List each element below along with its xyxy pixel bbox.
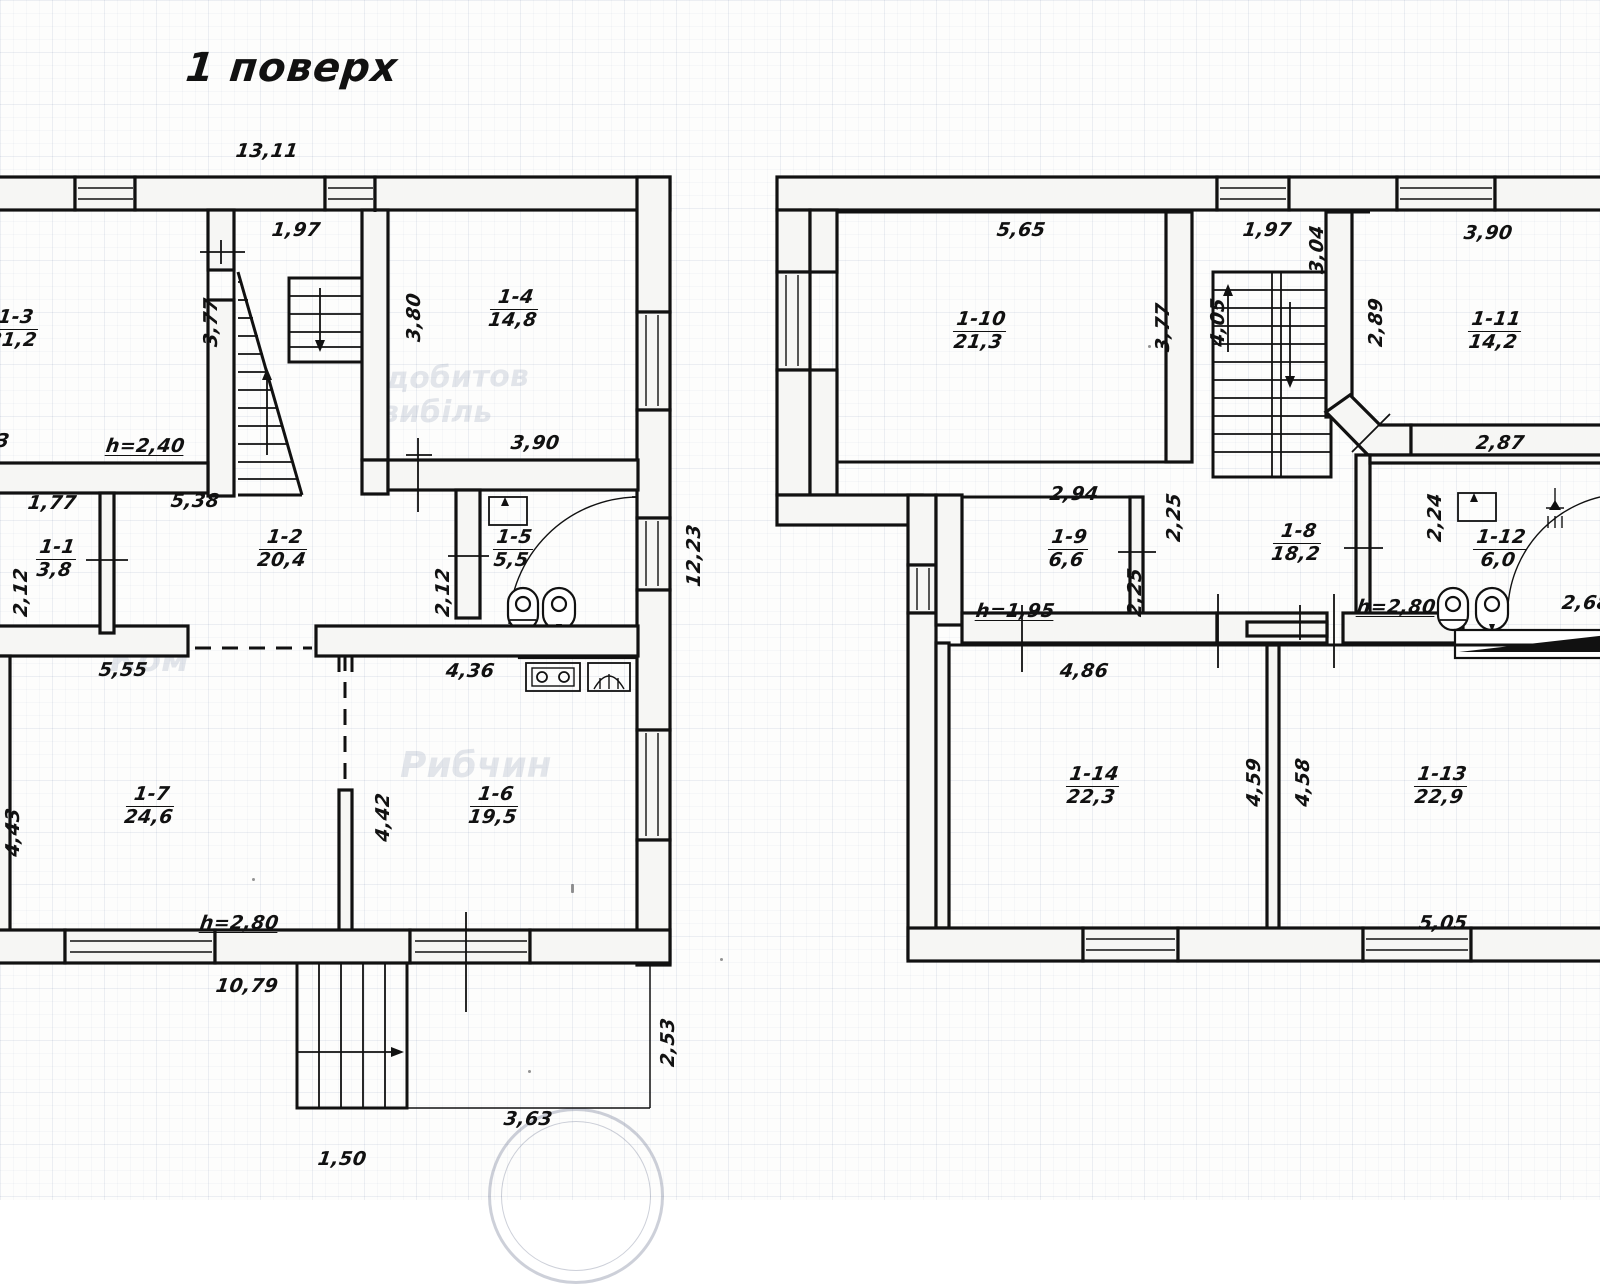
room-label-1-6: 1-6 19,5	[466, 783, 522, 828]
dimension-3-90-left: 3,90	[509, 432, 562, 454]
room-label-1-9: 1-9 6,6	[1045, 526, 1091, 571]
floor-plan-linework: .w { fill:#f6f6f4; stroke:#111; stroke-w…	[0, 175, 1600, 1110]
dimension-4-86: 4,86	[1058, 660, 1111, 682]
room-area: 14,2	[1467, 330, 1519, 353]
interior-stair-left	[236, 271, 304, 497]
scan-speck	[571, 884, 574, 893]
room-number: 1-8	[1272, 520, 1325, 544]
room-area: 21,2	[0, 328, 39, 351]
scan-speck	[1148, 345, 1151, 348]
dimension-13-11: 13,11	[234, 140, 300, 162]
room-area: 22,3	[1065, 785, 1117, 808]
room-area: 3,8	[35, 558, 74, 581]
ceiling-height-2-80-left: h=2,80	[198, 912, 281, 934]
dimension-1-50: 1,50	[316, 1148, 369, 1170]
room-number: 1-11	[1467, 308, 1525, 332]
interior-stair-right	[1211, 270, 1333, 479]
dimension-3-04: 3,04	[1306, 223, 1328, 276]
wc-fixtures-right	[1436, 586, 1510, 632]
room-label-1-14: 1-14 22,3	[1063, 763, 1123, 808]
room-number: 1-3	[0, 306, 42, 330]
room-number: 1-12	[1472, 526, 1530, 550]
room-number: 1-1	[35, 536, 79, 560]
room-area: 18,2	[1269, 542, 1322, 565]
ceiling-height-2-40: h=2,40	[104, 435, 187, 457]
scan-speck	[720, 958, 723, 961]
dimension-3-77-left: 3,77	[200, 296, 222, 349]
dimension-10-79: 10,79	[214, 975, 280, 997]
room-label-1-4: 1-4 14,8	[486, 286, 542, 331]
room-number: 1-10	[952, 308, 1010, 332]
dimension-4-43: 4,43	[2, 806, 24, 859]
room-area: 24,6	[122, 805, 175, 828]
dimension-2-53: 2,53	[657, 1016, 679, 1069]
dimension-2-25-a: 2,25	[1163, 491, 1185, 544]
room-area: 5,5	[492, 548, 531, 571]
dimension-4-42: 4,42	[372, 791, 394, 844]
dimension-3-80: 3,80	[403, 291, 425, 344]
right-plan-walls	[775, 175, 1600, 963]
room-area: 6,6	[1047, 548, 1086, 571]
wc-fixtures-left	[506, 586, 577, 632]
room-number: 1-9	[1047, 526, 1091, 550]
dimension-4-36: 4,36	[444, 660, 497, 682]
room-number: 1-4	[489, 286, 542, 310]
dimension-2-87: 2,87	[1474, 432, 1527, 454]
room-label-1-10: 1-10 21,3	[950, 308, 1010, 353]
wash-basin-right	[1546, 488, 1564, 528]
room-label-1-11: 1-11 14,2	[1465, 308, 1525, 353]
room-area: 21,3	[952, 330, 1004, 353]
room-number: 1-14	[1065, 763, 1123, 787]
room-number: 1-7	[125, 783, 178, 807]
room-area: 19,5	[466, 805, 519, 828]
left-plan-walls	[0, 175, 672, 1110]
ceiling-height-2-80-right: h=2,80	[1355, 596, 1438, 618]
kitchen-appliances-left	[525, 662, 631, 692]
dimension-1-97-right: 1,97	[1241, 219, 1294, 241]
dimension-3-63: 3,63	[502, 1108, 555, 1130]
dimension-2-24: 2,24	[1424, 491, 1446, 544]
room-label-1-2: 1-2 20,4	[255, 526, 311, 571]
room-number: 1-13	[1413, 763, 1471, 787]
room-number: 1-2	[258, 526, 311, 550]
dimension-1-97-left: 1,97	[270, 219, 323, 241]
dimension-2-12-b: 2,12	[432, 566, 454, 619]
dimension-4-58: 4,58	[1292, 756, 1314, 809]
room-label-1-1: 1-1 3,8	[33, 536, 79, 581]
exterior-stair-left	[295, 961, 409, 1110]
dimension-4-05: 4,05	[1207, 296, 1229, 349]
dimension-5-05: 5,05	[1417, 912, 1470, 934]
dimension-5-65: 5,65	[995, 219, 1048, 241]
interior-stair-left-upper	[287, 276, 365, 364]
scan-speck	[528, 1070, 531, 1073]
room-area: 6,0	[1479, 548, 1518, 571]
room-label-1-12: 1-12 6,0	[1470, 526, 1530, 571]
page-title: 1 поверх	[183, 45, 401, 91]
room-label-1-13: 1-13 22,9	[1411, 763, 1471, 808]
ceiling-height-1-95: h=1,95	[974, 600, 1057, 622]
room-label-1-5: 1-5 5,5	[490, 526, 536, 571]
dimension-5-55: 5,55	[97, 659, 150, 681]
dimension-2-89: 2,89	[1365, 296, 1387, 349]
dimension-5-38: 5,38	[169, 490, 222, 512]
dimension-2-25-b: 2,25	[1124, 566, 1146, 619]
room-number: 1-6	[469, 783, 522, 807]
dimension-3-90-right: 3,90	[1462, 222, 1515, 244]
dimension-4-59: 4,59	[1243, 756, 1265, 809]
room-label-1-7: 1-7 24,6	[122, 783, 178, 828]
dimension-1-77: 1,77	[26, 492, 79, 514]
room-area: 22,9	[1413, 785, 1465, 808]
room-number: 1-5	[492, 526, 536, 550]
dimension-2-68: 2,68	[1560, 592, 1600, 614]
dimension-12-23: 12,23	[683, 522, 705, 589]
dimension-2-94: 2,94	[1048, 483, 1101, 505]
room-label-1-8: 1-8 18,2	[1269, 520, 1325, 565]
scan-speck	[252, 878, 255, 881]
room-area: 20,4	[255, 548, 308, 571]
dimension-2-12: 2,12	[10, 566, 32, 619]
room-area: 14,8	[486, 308, 539, 331]
dimension-3-77-right: 3,77	[1152, 301, 1174, 354]
room-label-1-3: 1-3 21,2	[0, 306, 42, 351]
